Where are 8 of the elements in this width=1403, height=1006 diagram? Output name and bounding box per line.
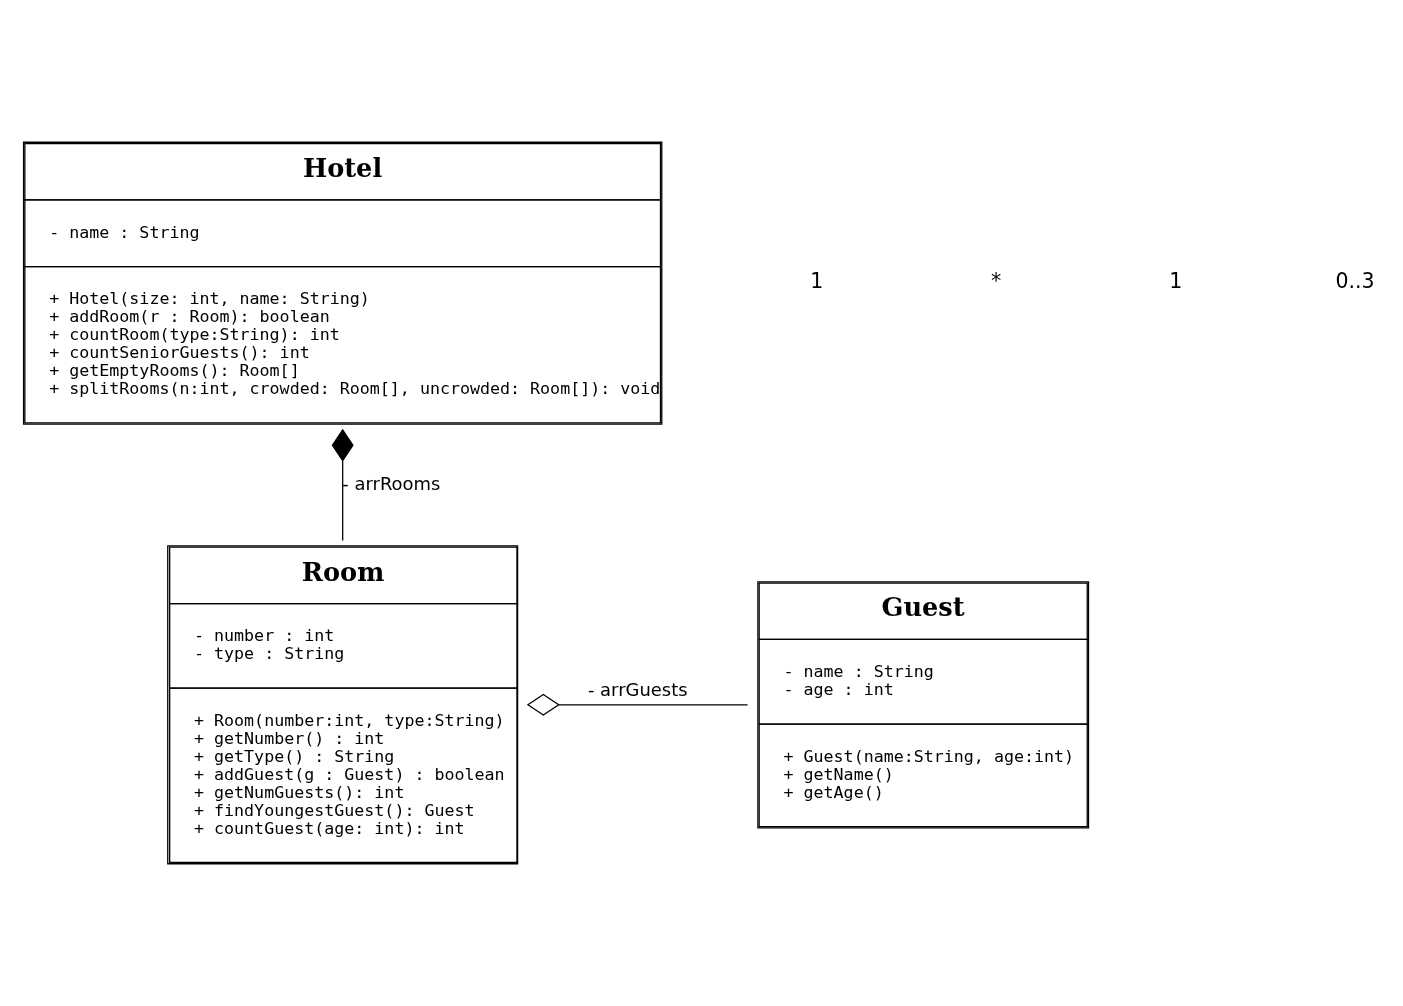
label: 0..3: [1335, 269, 1375, 294]
edge-label: - arrRooms: [342, 472, 441, 494]
edge-label: - arrGuests: [587, 679, 688, 701]
label: 1: [1169, 269, 1183, 294]
label: 1: [810, 269, 824, 294]
connector: [331, 428, 354, 542]
connector: [526, 693, 749, 716]
label: *: [991, 269, 1002, 294]
